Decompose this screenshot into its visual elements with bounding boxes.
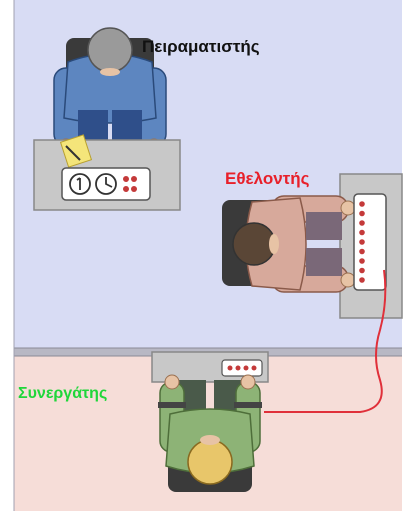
panel-button-dot (359, 201, 365, 207)
clock-icon (96, 174, 116, 194)
collaborator-panel (222, 360, 262, 376)
panel-button-dot (359, 277, 365, 283)
button-panel-icon (354, 194, 386, 290)
volunteer-label: Εθελοντής (225, 169, 310, 188)
panel-button-dot (359, 249, 365, 255)
clock-dial-icon (70, 174, 90, 194)
panel-button-dot (359, 220, 365, 226)
experimenter-label: Πειραματιστής (142, 37, 260, 56)
panel-button-dot (359, 239, 365, 245)
panel-button-dot (359, 258, 365, 264)
collaborator-label: Συνεργάτης (18, 385, 107, 402)
panel-button-dot (359, 211, 365, 217)
panel-button-dot (359, 230, 365, 236)
panel-button-dot (359, 268, 365, 274)
